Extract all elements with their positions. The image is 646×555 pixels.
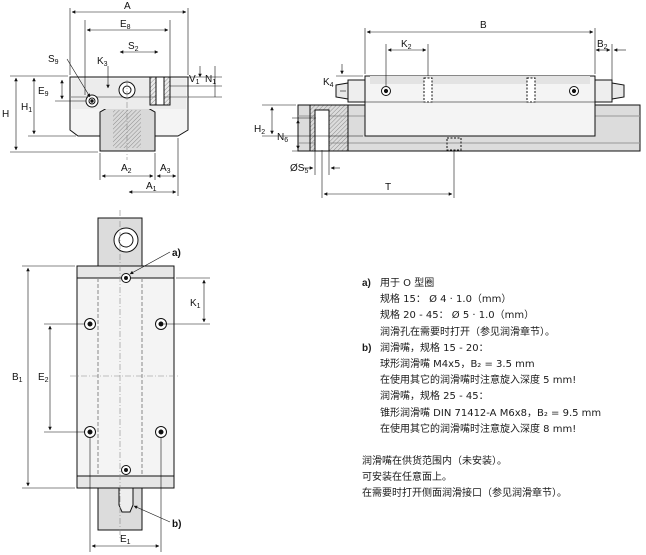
dim-N6: N6 xyxy=(277,132,288,144)
top-view xyxy=(22,210,210,552)
dim-K1: K1 xyxy=(190,298,201,310)
notes-panel: a)用于 O 型圈 规格 15： Ø 4 · 1.0（mm） 规格 20 - 4… xyxy=(362,276,642,503)
note-b-line-3: 在使用其它的润滑嘴时注意旋入深度 5 mm! xyxy=(380,375,577,387)
note-b-line-1: b)润滑嘴，规格 15 - 20： xyxy=(362,341,642,357)
dim-B2: B2 xyxy=(597,39,608,51)
footer-note-3: 在需要时打开侧面润滑接口（参见润滑章节）。 xyxy=(362,488,567,500)
front-view xyxy=(10,8,222,196)
dim-B: B xyxy=(480,20,487,31)
callout-a: a) xyxy=(172,248,181,259)
footer-note-2: 可安装在任意面上。 xyxy=(362,472,452,484)
note-b-line-4: 润滑嘴，规格 25 - 45： xyxy=(380,391,489,403)
dimension-labels: A E8 S9 K3 S2 H H1 E9 V1 N1 A2 A3 A1 B K… xyxy=(2,1,608,546)
dim-S9: S9 xyxy=(48,54,59,66)
dim-A3: A3 xyxy=(160,163,171,175)
dim-H2: H2 xyxy=(254,124,265,136)
dim-E9: E9 xyxy=(38,86,49,98)
dim-B1: B1 xyxy=(12,372,23,384)
note-a-line-3: 规格 20 - 45： Ø 5 · 1.0（mm） xyxy=(380,310,535,322)
dim-K2: K2 xyxy=(401,39,412,51)
note-b-tag: b) xyxy=(362,342,372,354)
dim-K4: K4 xyxy=(323,77,334,89)
note-b-line-2: 球形润滑嘴 M4x5，B₂ = 3.5 mm xyxy=(380,359,535,371)
top-carriage xyxy=(76,265,175,489)
dim-S5: ØS5 xyxy=(290,163,308,175)
callout-b: b) xyxy=(172,519,181,530)
dim-E8: E8 xyxy=(120,19,131,31)
note-a-line-1: a)用于 O 型圈 xyxy=(362,276,642,292)
side-carriage xyxy=(364,75,596,137)
note-b-line-6: 在使用其它的润滑嘴时注意旋入深度 8 mm! xyxy=(380,423,577,435)
note-a-tag: a) xyxy=(362,278,371,289)
dim-A1: A1 xyxy=(146,181,157,193)
dim-V1: V1 xyxy=(189,74,200,86)
side-view xyxy=(262,28,641,198)
dim-H1: H1 xyxy=(21,102,32,114)
note-a-line-4: 润滑孔在需要时打开（参见润滑章节）。 xyxy=(380,326,555,338)
dim-E2: E2 xyxy=(38,372,49,384)
note-a-line-2: 规格 15： Ø 4 · 1.0（mm） xyxy=(380,294,512,306)
dim-N1: N1 xyxy=(205,74,216,86)
note-b-line-5: 锥形润滑嘴 DIN 71412-A M6x8，B₂ = 9.5 mm xyxy=(380,407,602,419)
footer-note-1: 润滑嘴在供货范围内（未安装）。 xyxy=(362,456,507,468)
dim-A: A xyxy=(124,1,131,12)
dim-K3: K3 xyxy=(97,56,108,68)
dim-T: T xyxy=(385,182,391,193)
dim-S2: S2 xyxy=(128,41,139,53)
dim-E1: E1 xyxy=(120,534,131,546)
dim-A2: A2 xyxy=(121,163,132,175)
dim-H: H xyxy=(2,109,9,120)
